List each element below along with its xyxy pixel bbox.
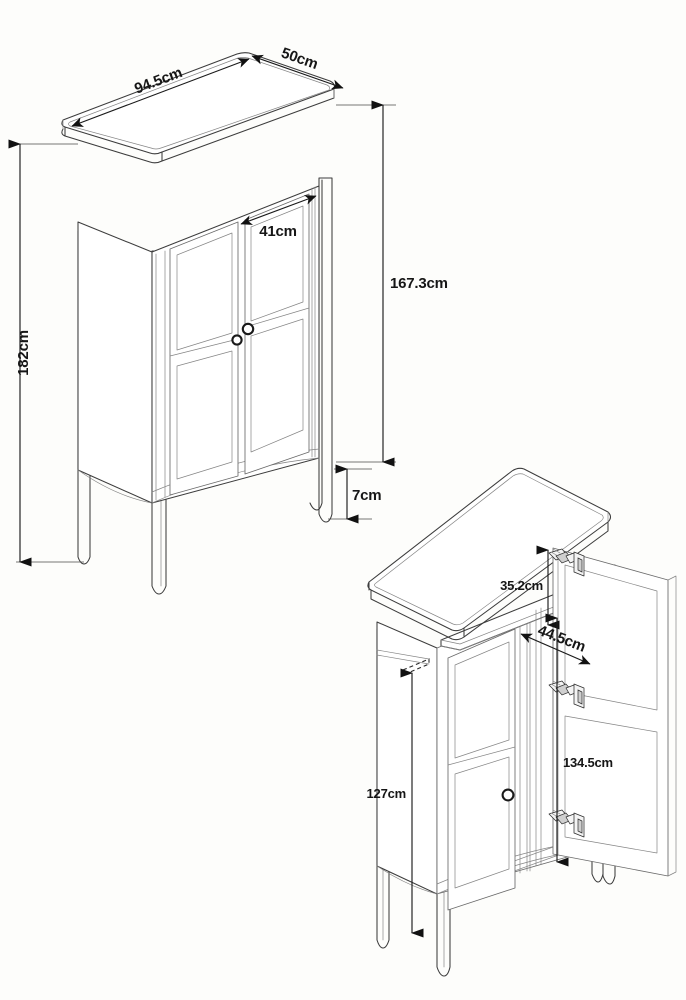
dimension-interior-height-134-5: 134.5cm — [545, 613, 613, 867]
dimension-door-width-41: 41cm — [240, 195, 317, 240]
dimension-leg-height-7: 7cm — [328, 464, 382, 524]
open-cabinet-view: 35.2cm 44.5cm 134.5cm 127cm — [367, 467, 677, 977]
dimension-label-leg-height: 7cm — [352, 487, 381, 504]
dimension-label-interior-height: 134.5cm — [563, 755, 613, 770]
dimension-rail-height-127: 127cm — [367, 668, 424, 938]
round-knob-open-view[interactable] — [501, 788, 515, 802]
dimension-label-rail-height: 127cm — [367, 786, 406, 801]
dimension-label-total-height: 182cm — [15, 330, 32, 376]
cabinet-closed-left-door-open-view[interactable] — [447, 628, 516, 911]
cabinet-side-panel-open — [376, 621, 438, 895]
round-knob-left-door[interactable] — [231, 334, 243, 346]
cabinet-left-door-closed[interactable] — [169, 221, 239, 496]
concealed-hinge-top — [548, 548, 585, 577]
dimension-shelf-depth-35-2: 35.2cm — [500, 545, 560, 630]
dimension-body-height-167-3: 167.3cm — [336, 100, 448, 467]
dimension-label-body-height: 167.3cm — [390, 275, 448, 292]
cabinet-top-slab-open — [367, 467, 612, 641]
dimension-label-door-width: 41cm — [259, 223, 297, 240]
dimension-total-height-182: 182cm — [8, 139, 84, 567]
round-knob-right-door[interactable] — [241, 322, 255, 336]
closed-cabinet-view: 94.5cm 50cm 41cm 167.3cm 7cm — [8, 45, 448, 595]
dimension-label-shelf-depth: 35.2cm — [500, 578, 543, 593]
cabinet-side-panel-closed — [77, 221, 153, 504]
cabinet-open-door[interactable] — [552, 547, 677, 877]
